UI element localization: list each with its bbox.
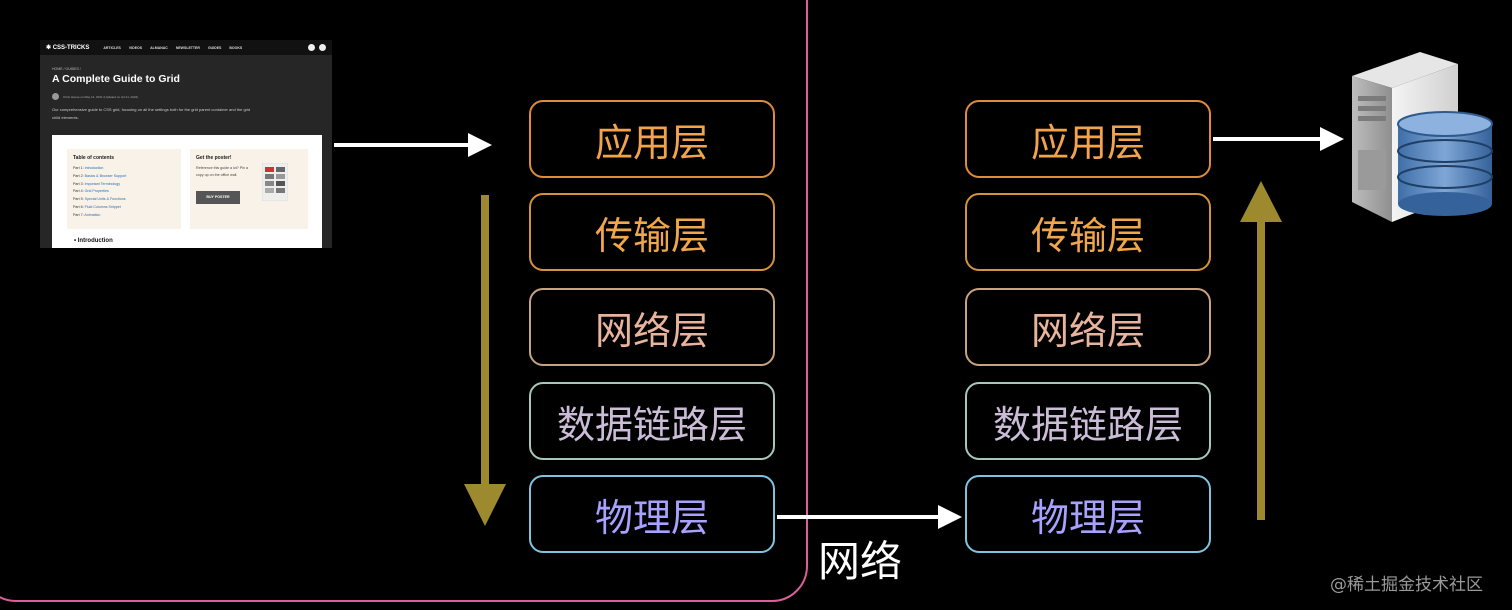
sender-data-link-layer: 数据链路层 [529, 382, 775, 460]
site-menu-item: NEWSLETTER [175, 45, 200, 50]
search-icon [308, 44, 315, 51]
watermark: @稀土掘金技术社区 [1330, 575, 1483, 595]
site-title: A Complete Guide to Grid [52, 73, 180, 85]
site-logo: ✱ CSS-TRICKS [46, 45, 90, 51]
toc-item: Part 4: Grid Properties [73, 189, 109, 194]
upward-flow-arrow [1240, 181, 1282, 520]
website-screenshot: ✱ CSS-TRICKS ARTICLES VIDEOS ALMANAC NEW… [40, 40, 332, 248]
toc-item: Part 6: Fluid Columns Snippet [73, 204, 121, 209]
site-menu-item: GUIDES [207, 45, 222, 50]
toc-item: Part 5: Special Units & Functions [73, 197, 126, 202]
receiver-application-layer: 应用层 [965, 100, 1211, 178]
arrow-to-sender-application [334, 133, 492, 157]
site-menu: ARTICLES VIDEOS ALMANAC NEWSLETTER GUIDE… [103, 46, 242, 50]
client-frame [0, 0, 808, 602]
site-content-card: Table of contents Part 1: Introduction P… [52, 135, 322, 248]
sender-network-layer: 网络层 [529, 288, 775, 366]
site-author: Chris House on May 12, 2021 (Updated on … [52, 93, 138, 100]
site-intro: Our comprehensive guide to CSS grid, foc… [52, 107, 251, 120]
table-of-contents: Table of contents Part 1: Introduction P… [67, 149, 181, 229]
toc-item: Part 2: Basics & Browser Support [73, 173, 127, 178]
poster-promo: Get the poster! Reference this guide a l… [190, 149, 308, 229]
site-nav-icons [308, 44, 326, 51]
user-icon [319, 44, 326, 51]
server-database-icon [1352, 52, 1493, 222]
toc-list: Part 1: Introduction Part 2: Basics & Br… [73, 165, 126, 220]
arrow-to-server [1213, 127, 1344, 151]
avatar [52, 93, 59, 100]
network-label: 网络 [818, 537, 903, 586]
network-transfer-arrow [777, 505, 962, 529]
sender-transport-layer: 传输层 [529, 193, 775, 271]
site-menu-item: VIDEOS [128, 45, 143, 50]
site-section-heading: • Introduction [74, 238, 113, 244]
receiver-physical-layer: 物理层 [965, 475, 1211, 553]
receiver-data-link-layer: 数据链路层 [965, 382, 1211, 460]
receiver-transport-layer: 传输层 [965, 193, 1211, 271]
poster-text: Reference this guide a lot? Pin a copy u… [196, 166, 248, 177]
sender-application-layer: 应用层 [529, 100, 775, 178]
site-menu-item: ALMANAC [150, 45, 168, 50]
site-breadcrumb: HOME / GUIDES / [52, 67, 81, 71]
sender-physical-layer: 物理层 [529, 475, 775, 553]
buy-poster-button: BUY POSTER [196, 191, 240, 204]
receiver-network-layer: 网络层 [965, 288, 1211, 366]
toc-item: Part 7: Animation [73, 212, 101, 217]
site-author-line: Chris House on May 12, 2021 (Updated on … [63, 94, 139, 99]
toc-title: Table of contents [73, 155, 115, 161]
poster-thumbnail [262, 163, 288, 201]
site-nav: ✱ CSS-TRICKS ARTICLES VIDEOS ALMANAC NEW… [40, 40, 332, 55]
site-menu-item: ARTICLES [103, 45, 121, 50]
toc-item: Part 1: Introduction [73, 166, 104, 170]
site-menu-item: BOOKS [229, 45, 243, 50]
poster-title: Get the poster! [196, 155, 232, 161]
downward-flow-arrow [464, 195, 506, 526]
toc-item: Part 3: Important Terminology [73, 181, 121, 186]
